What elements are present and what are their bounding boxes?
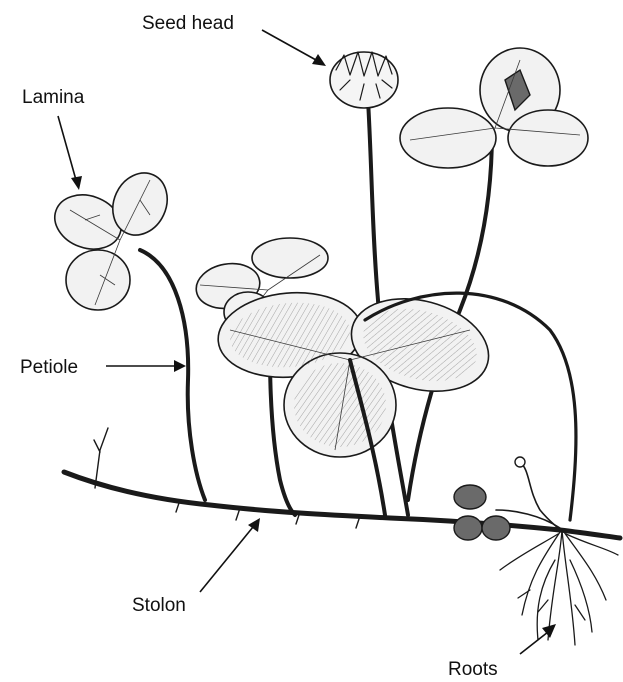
label-lamina: Lamina <box>22 88 84 107</box>
label-roots: Roots <box>448 660 498 679</box>
arrow-stolon <box>200 518 260 592</box>
leaf-upper-right <box>400 48 588 168</box>
petiole-left <box>140 250 205 500</box>
leaf-large-center <box>215 284 499 457</box>
label-stolon: Stolon <box>132 596 186 615</box>
arrow-lamina <box>58 116 82 190</box>
arrow-petiole <box>106 360 186 372</box>
seed-head <box>330 52 398 108</box>
arrow-roots <box>520 624 556 654</box>
roots <box>500 530 618 645</box>
arrow-seed-head <box>262 30 326 66</box>
label-petiole: Petiole <box>20 358 78 377</box>
leaf-left <box>47 164 177 310</box>
label-seed-head: Seed head <box>142 14 234 33</box>
